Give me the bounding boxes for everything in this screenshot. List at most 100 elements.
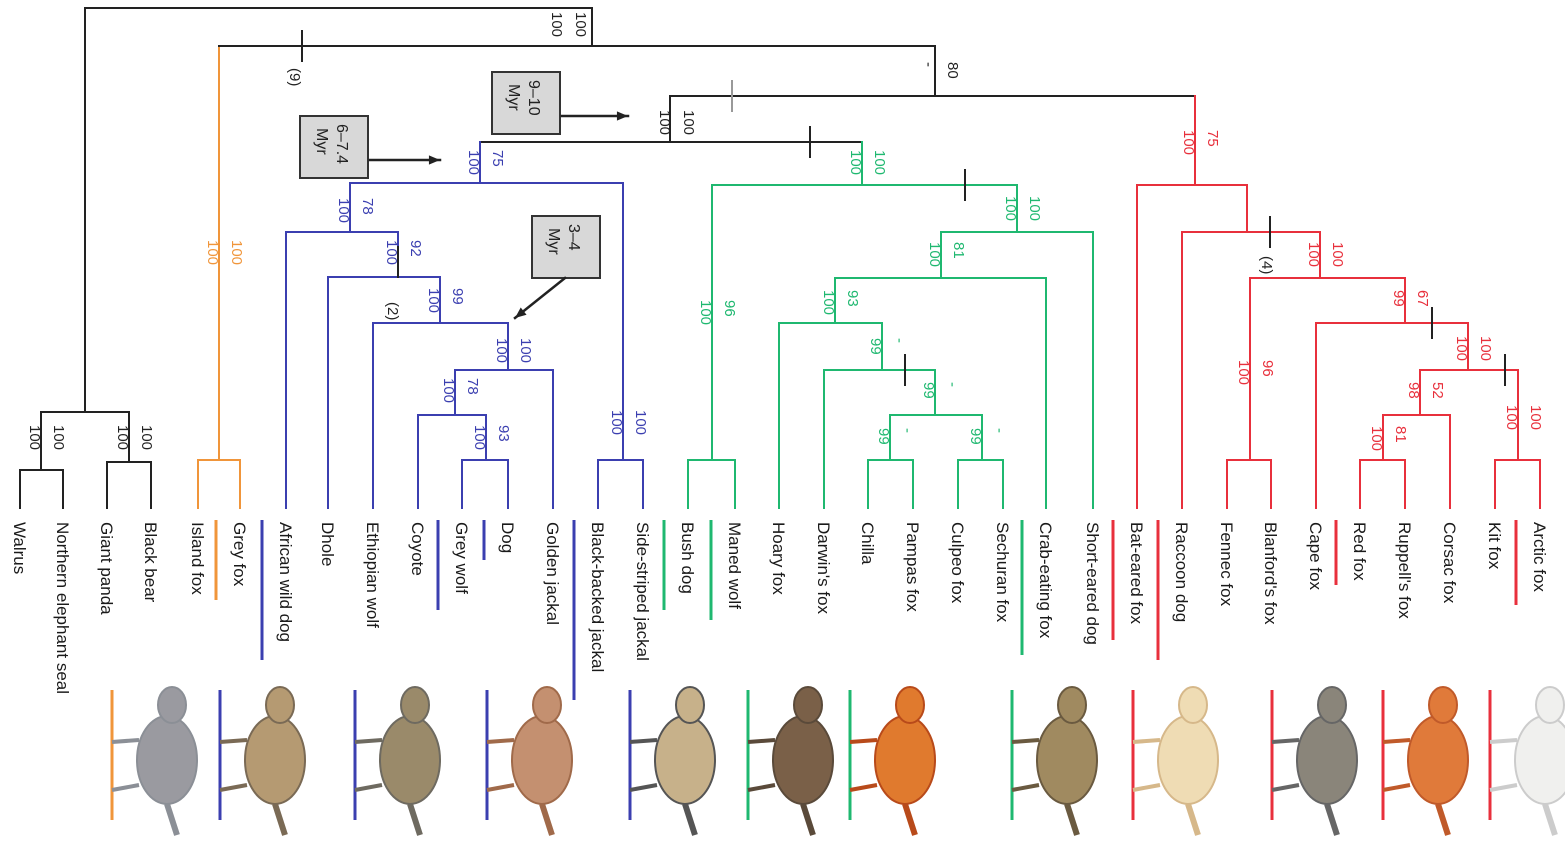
support-value: -	[991, 428, 1008, 433]
support-value: 100	[680, 110, 697, 135]
support-value: 99	[875, 428, 892, 445]
support-value: 98	[1405, 382, 1422, 399]
support-value: 100	[1026, 196, 1043, 221]
animal-leg	[1133, 740, 1160, 742]
animal-head	[896, 687, 924, 723]
animal-tail	[275, 804, 285, 835]
taxon-label: Black bear	[141, 522, 160, 603]
animal-leg	[355, 785, 382, 790]
taxon-label: Bat-eared fox	[1127, 522, 1146, 625]
support-value: 100	[656, 110, 673, 135]
time-box-label: Myr	[545, 228, 562, 255]
support-value: 100	[1002, 196, 1019, 221]
animal-leg	[630, 740, 657, 742]
taxon-label: Maned wolf	[725, 522, 744, 609]
taxon-label: Island fox	[188, 522, 207, 595]
animal-leg	[1272, 740, 1299, 742]
support-value: 100	[50, 425, 67, 450]
animal-illustration	[1037, 716, 1097, 804]
animal-head	[1179, 687, 1207, 723]
animal-tail	[905, 804, 915, 835]
support-value: 78	[464, 378, 481, 395]
support-value: 100	[204, 240, 221, 265]
support-value: 100	[632, 410, 649, 435]
support-value: 100	[465, 150, 482, 175]
animal-leg	[748, 785, 775, 790]
animal-leg	[220, 785, 247, 790]
animal-tail	[803, 804, 813, 835]
animal-illustration	[773, 716, 833, 804]
animal-illustration	[1515, 716, 1565, 804]
support-value: (2)	[384, 302, 401, 320]
taxon-label: African wild dog	[276, 522, 295, 642]
animal-illustration	[1408, 716, 1468, 804]
animal-leg	[850, 785, 877, 790]
taxon-label: Walrus	[10, 522, 29, 574]
animal-leg	[630, 785, 657, 790]
support-value: -	[891, 338, 908, 343]
support-value: 100	[608, 410, 625, 435]
support-value: 100	[1368, 426, 1385, 451]
animal-tail	[1545, 804, 1555, 835]
taxon-label: Grey wolf	[452, 522, 471, 594]
taxon-label: Black-backed jackal	[588, 522, 607, 672]
support-value: 75	[489, 150, 506, 167]
taxon-label: Crab-eating fox	[1036, 522, 1055, 639]
animal-leg	[112, 740, 139, 742]
taxon-label: Bush dog	[678, 522, 697, 594]
time-box-arrow-head	[617, 111, 628, 120]
taxon-label: Red fox	[1350, 522, 1369, 581]
support-value: 100	[1477, 336, 1494, 361]
support-value: 81	[1392, 426, 1409, 443]
support-value: 100	[1503, 405, 1520, 430]
support-value: 96	[721, 300, 738, 317]
animal-tail	[410, 804, 420, 835]
animal-tail	[1438, 804, 1448, 835]
time-box-label: 6–7.4	[333, 124, 350, 164]
support-value: -	[920, 62, 937, 67]
animal-leg	[355, 740, 382, 742]
taxon-label: Coyote	[408, 522, 427, 576]
taxon-label: Short-eared dog	[1083, 522, 1102, 645]
animal-head	[266, 687, 294, 723]
support-value: 100	[820, 290, 837, 315]
animal-leg	[220, 740, 247, 742]
taxon-label: Dhole	[318, 522, 337, 566]
support-value: 100	[114, 425, 131, 450]
support-value: 100	[425, 288, 442, 313]
animal-tail	[1188, 804, 1198, 835]
taxon-label: Raccoon dog	[1172, 522, 1191, 622]
animal-illustration	[875, 716, 935, 804]
animal-illustration	[1297, 716, 1357, 804]
support-value: 100	[1305, 242, 1322, 267]
animal-tail	[1067, 804, 1077, 835]
support-value: 100	[847, 150, 864, 175]
taxon-label: Side-striped jackal	[633, 522, 652, 661]
taxon-label: Sechuran fox	[993, 522, 1012, 623]
taxon-label: Cape fox	[1306, 522, 1325, 591]
animal-tail	[167, 804, 177, 835]
support-value: 52	[1429, 382, 1446, 399]
time-box-label: Myr	[313, 128, 330, 155]
taxon-label: Pampas fox	[903, 522, 922, 612]
animal-tail	[542, 804, 552, 835]
taxon-label: Arctic fox	[1530, 522, 1549, 592]
taxon-label: Blanford's fox	[1261, 522, 1280, 625]
support-value: 100	[471, 425, 488, 450]
animal-head	[1429, 687, 1457, 723]
support-value: 100	[493, 338, 510, 363]
animal-leg	[112, 785, 139, 790]
time-box-arrow-head	[429, 155, 440, 164]
taxon-label: Ruppell's fox	[1395, 522, 1414, 619]
support-value: 99	[867, 338, 884, 355]
support-value: 75	[1204, 130, 1221, 147]
animal-leg	[748, 740, 775, 742]
time-box-label: 3–4	[565, 224, 582, 251]
animal-head	[1536, 687, 1564, 723]
support-value: (9)	[286, 68, 303, 86]
animal-leg	[1012, 740, 1039, 742]
support-value: 100	[548, 12, 565, 37]
support-value: 93	[495, 425, 512, 442]
animal-leg	[1133, 785, 1160, 790]
